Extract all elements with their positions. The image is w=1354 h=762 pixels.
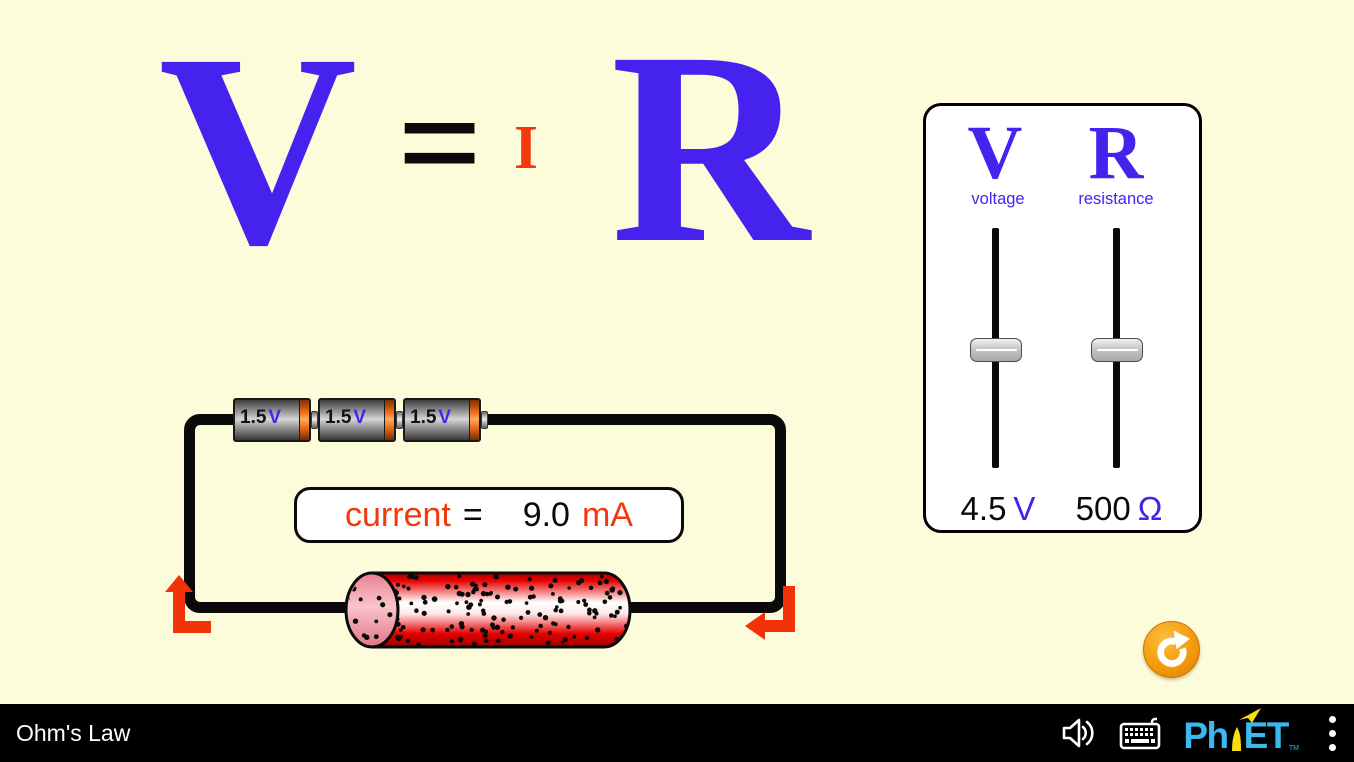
keyboard-shortcuts-button[interactable] [1119, 716, 1161, 750]
phet-logo-button[interactable]: Ph ET TM [1183, 708, 1299, 756]
phet-logo-text: ET [1243, 715, 1290, 756]
phet-logo-tm: TM [1288, 745, 1299, 752]
current-readout: current = 9.0 mA [294, 487, 684, 543]
current-arrow-up-icon [165, 575, 211, 633]
navbar: Ohm's Law [0, 704, 1354, 762]
voltage-unit: V [1013, 490, 1036, 527]
formula-resistance-letter: R [610, 0, 810, 300]
battery-connector [481, 411, 488, 429]
phet-logo-plane-icon [1239, 708, 1262, 723]
battery-3-terminal [469, 400, 479, 440]
resistance-unit: Ω [1137, 490, 1163, 527]
kebab-dot [1329, 743, 1336, 751]
current-readout-unit: mA [581, 495, 633, 534]
keyboard-icon [1120, 717, 1161, 750]
kebab-dot [1329, 729, 1336, 737]
resistor-dots-body [375, 573, 630, 647]
menu-button[interactable] [1321, 712, 1344, 755]
current-readout-equals: = [462, 495, 483, 534]
current-readout-value: 9.0 [522, 495, 570, 534]
battery-connector [311, 411, 318, 429]
current-readout-label: current [345, 495, 451, 534]
resistance-symbol: R [1088, 111, 1144, 195]
formula-current-letter: I [513, 114, 539, 182]
phet-logo-i-icon [1231, 727, 1241, 751]
speaker-icon [1063, 718, 1094, 748]
reset-arrow-icon [1156, 630, 1190, 667]
formula-voltage-letter: V [158, 0, 358, 302]
voltage-label: voltage [971, 190, 1025, 208]
battery-2-terminal [384, 400, 394, 440]
formula-equals: = [397, 60, 483, 226]
voltage-slider-handle[interactable] [970, 338, 1022, 362]
current-arrow-left-icon [745, 586, 795, 640]
kebab-dot [1329, 715, 1336, 723]
voltage-number: 4.5 [960, 490, 1007, 527]
resistance-slider-handle[interactable] [1091, 338, 1143, 362]
navbar-controls: Ph ET TM [1061, 708, 1344, 756]
resistance-label: resistance [1078, 190, 1154, 208]
phet-logo-text: Ph [1183, 715, 1229, 756]
reset-button[interactable] [1143, 621, 1200, 678]
battery-connector [396, 411, 403, 429]
resistance-number: 500 [1075, 490, 1131, 527]
sim-title: Ohm's Law [16, 719, 131, 746]
resistor [344, 571, 632, 649]
voltage-symbol: V [967, 111, 1023, 195]
battery-1-terminal [299, 400, 309, 440]
sound-toggle-button[interactable] [1061, 717, 1097, 749]
